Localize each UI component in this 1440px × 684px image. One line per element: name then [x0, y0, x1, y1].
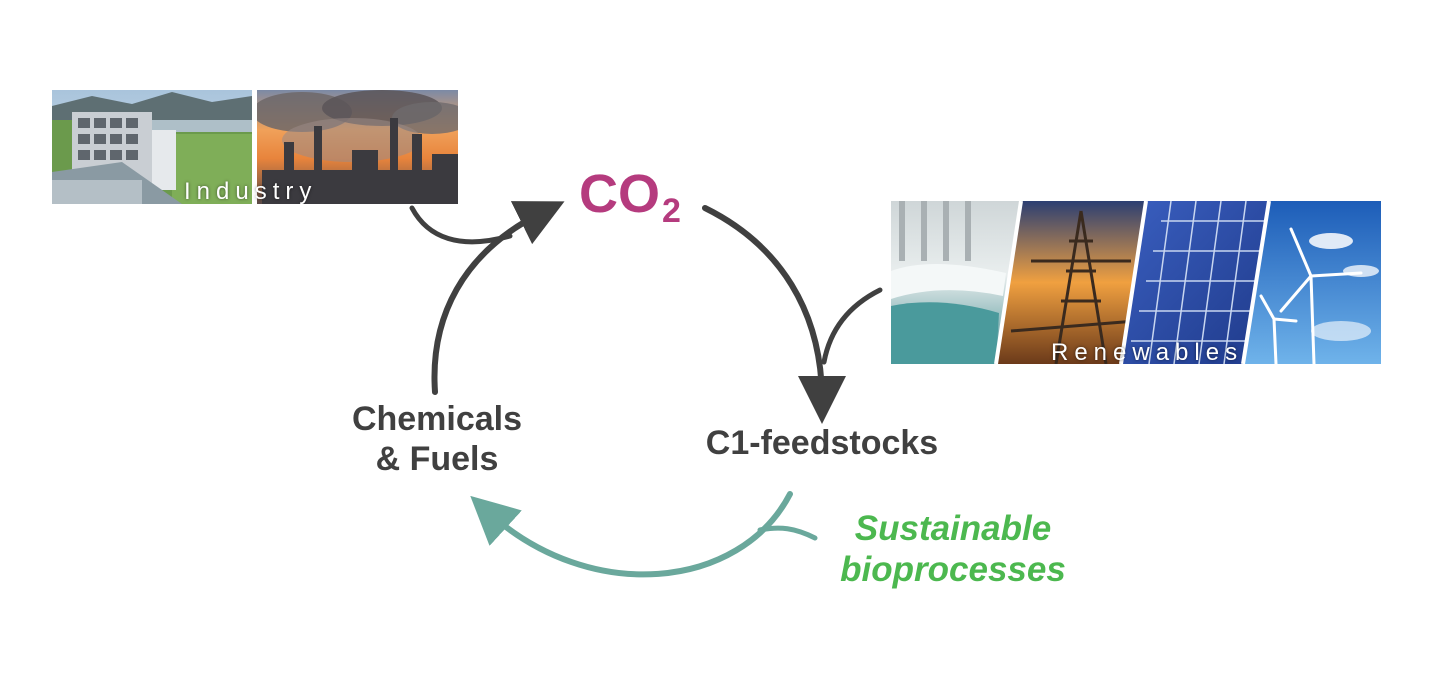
renewables-caption: Renewables — [1051, 339, 1244, 364]
bioprocesses-line2: bioprocesses — [840, 550, 1066, 590]
co2-label: CO2 — [560, 163, 700, 235]
chemicals-line: Chemicals — [351, 400, 523, 438]
arrow-c1-to-chemicals — [470, 491, 793, 578]
renewables-image-strip: Renewables — [891, 201, 1381, 364]
direct-air-capture-plant-photo — [52, 90, 252, 204]
industry-caption: Industry — [184, 178, 318, 204]
arrow-co2-to-c1 — [702, 205, 846, 424]
wind-turbines-photo — [1243, 201, 1381, 364]
power-pylon-sunset-photo — [996, 201, 1146, 364]
arrow-renewables-input — [821, 287, 883, 365]
solar-panels-photo — [1121, 201, 1269, 364]
arrow-bioprocess-input — [757, 525, 818, 541]
hydro-dam-spillway-photo — [891, 201, 1021, 364]
industry-image-strip: Industry — [52, 90, 458, 204]
bioprocesses-line1: Sustainable — [854, 509, 1052, 548]
arrow-industry-input — [409, 205, 513, 245]
chemicals-fuels-label: Chemicals & Fuels — [322, 399, 552, 479]
co2-main-text: CO — [579, 164, 661, 224]
factory-smokestacks-photo — [252, 90, 458, 204]
sustainable-bioprocesses-label: Sustainable bioprocesses — [808, 508, 1098, 591]
arrow-chemicals-to-co2 — [431, 201, 565, 395]
c1-feedstocks-label: C1-feedstocks — [705, 424, 939, 462]
fuels-line: & Fuels — [375, 440, 499, 479]
co2-subscript: 2 — [662, 192, 681, 230]
